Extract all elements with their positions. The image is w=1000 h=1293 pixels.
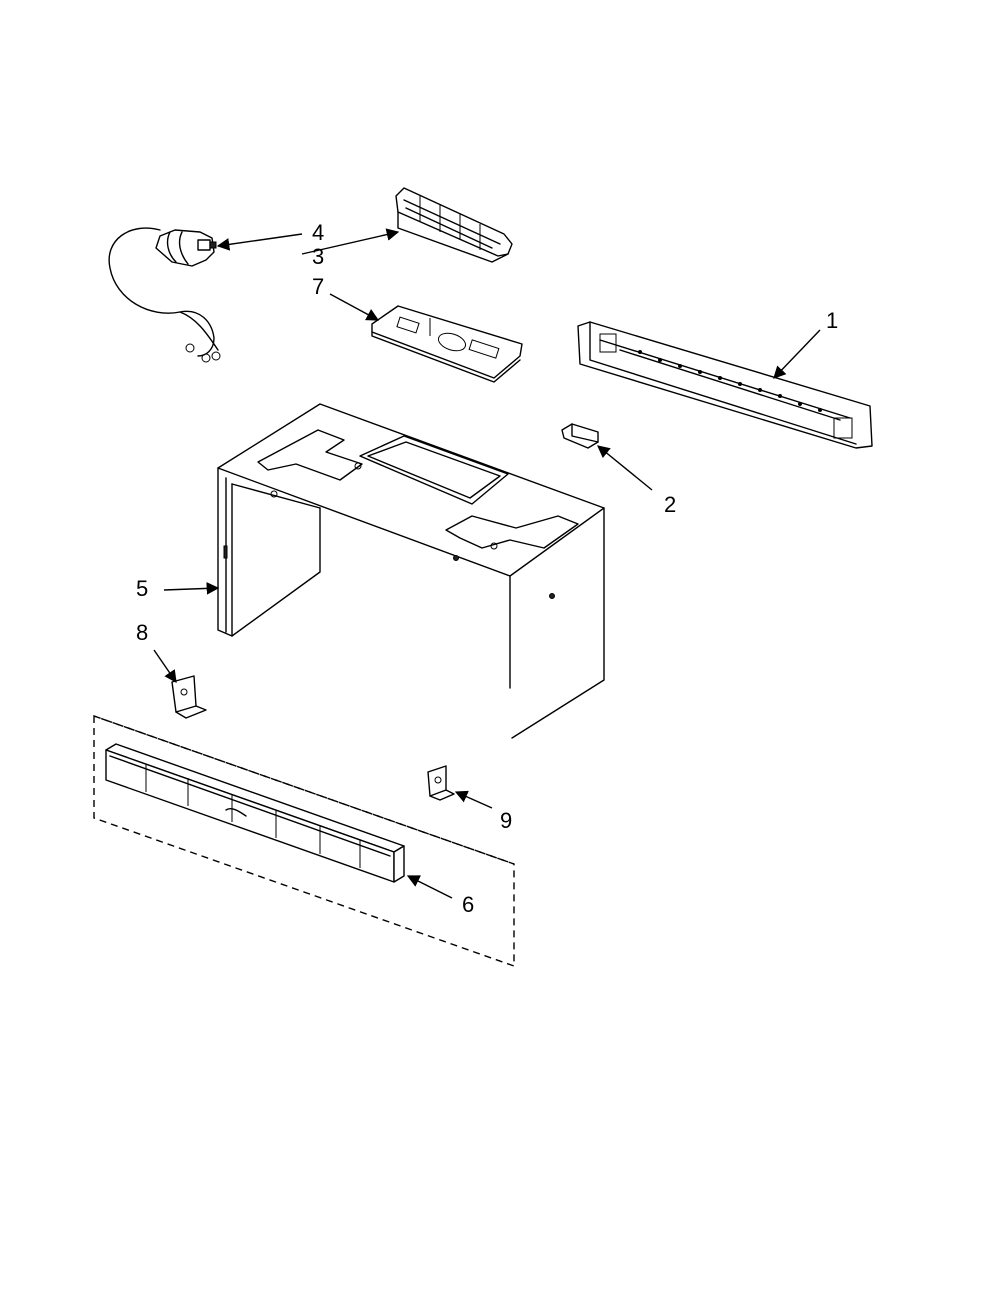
callout-6: 6 [462,892,474,917]
part-9-bracket [427,765,455,801]
part-1-mounting-rail [577,321,873,449]
callout-5: 5 [136,576,148,601]
callout-9: 9 [500,808,512,833]
callout-4: 4 [312,220,324,245]
part-7-damper-plate [371,305,523,383]
leader-3 [301,228,400,255]
part-3-top-vent [395,187,513,263]
leader-4 [216,233,303,251]
part-8-bracket [171,675,207,719]
part-4-wire-harness [108,227,221,363]
leader-1 [773,329,821,379]
callout-7: 7 [312,274,324,299]
leader-9 [454,790,493,809]
callout-3: 3 [312,244,324,269]
callouts: 1 2 3 4 5 6 7 8 9 [136,220,838,917]
callout-1: 1 [826,308,838,333]
leader-8 [153,649,177,684]
leader-lines [153,228,821,899]
leader-6 [406,875,453,899]
leader-2 [597,445,653,491]
leader-5 [163,582,220,595]
callout-2: 2 [664,492,676,517]
part-5-cabinet [217,403,605,739]
part-6-grille [93,715,515,967]
callout-8: 8 [136,620,148,645]
part-2-clip [561,423,599,449]
leader-7 [329,293,380,321]
